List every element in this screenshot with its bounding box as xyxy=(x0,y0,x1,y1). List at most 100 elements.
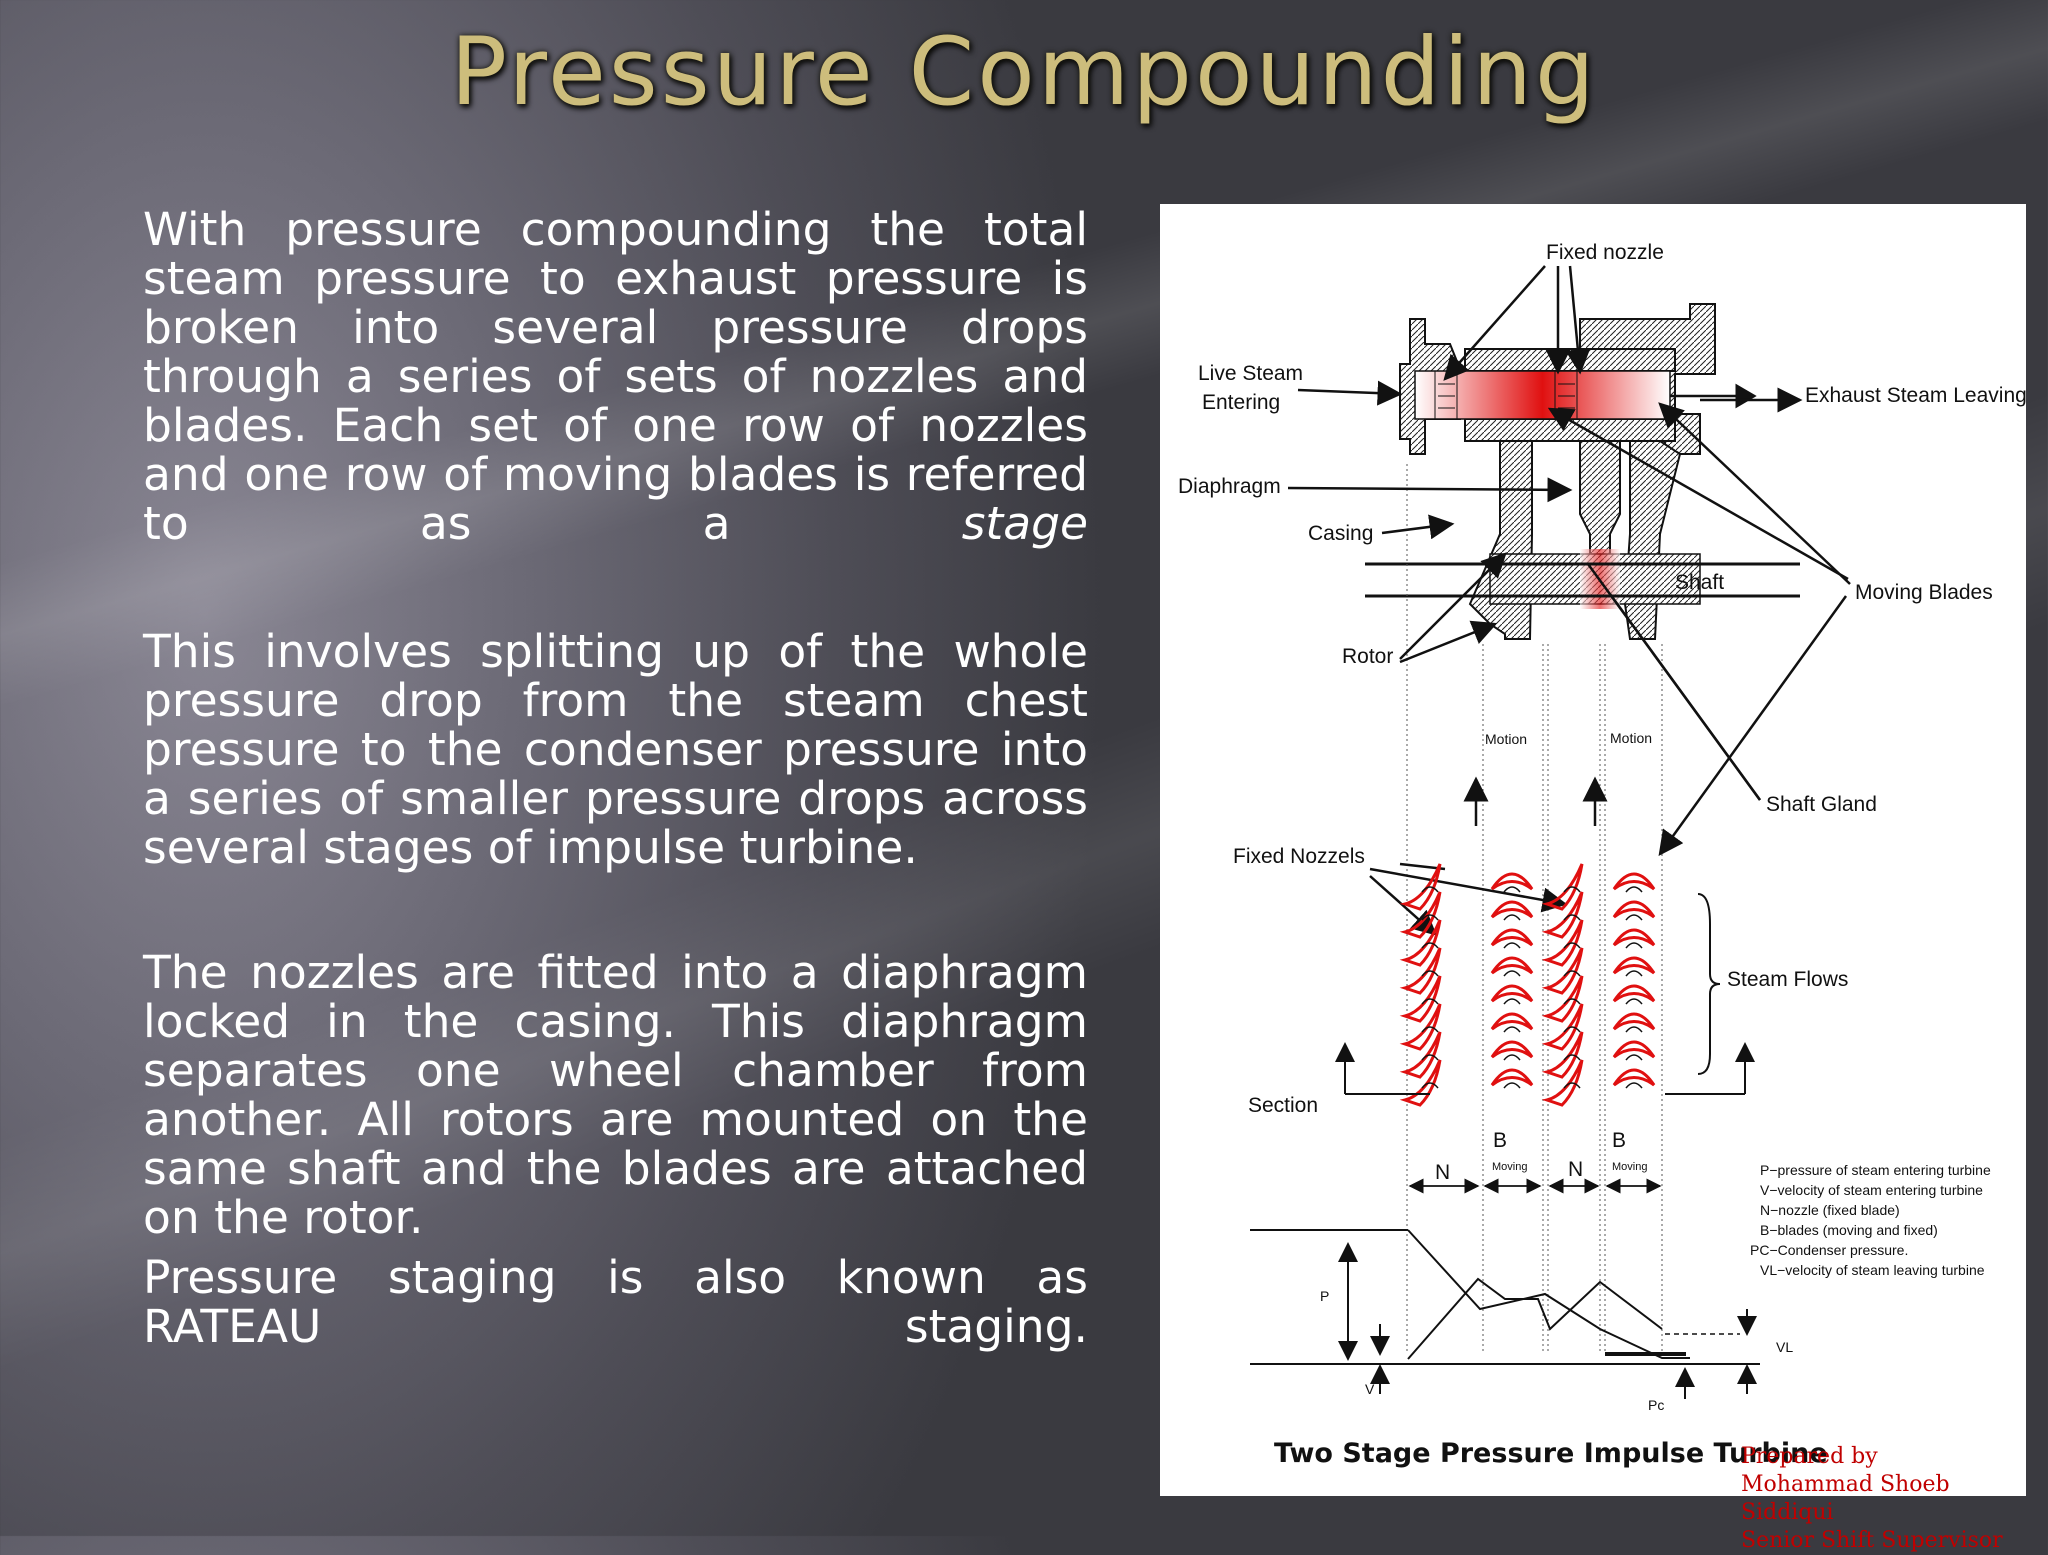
steam-flow-arrow xyxy=(1503,970,1521,977)
nozzle-vane xyxy=(1541,947,1584,995)
paragraph-stage-definition: With pressure compounding the total stea… xyxy=(143,205,1088,548)
label-exhaust-steam: Exhaust Steam Leaving xyxy=(1805,384,2026,407)
moving-blade xyxy=(1612,1012,1656,1031)
steam-flow-arrow xyxy=(1563,1082,1581,1089)
section-bracket xyxy=(1335,893,1755,1095)
steam-flow-arrow xyxy=(1503,942,1521,949)
blade-rows xyxy=(1399,863,1656,1107)
steam-flow-arrow xyxy=(1563,970,1581,977)
label-n-1: N xyxy=(1435,1161,1450,1184)
steam-flow-arrow xyxy=(1625,914,1643,921)
label-shaft-gland: Shaft Gland xyxy=(1766,793,1877,816)
moving-blade xyxy=(1612,928,1656,947)
moving-blade xyxy=(1612,1068,1656,1087)
label-moving-blades: Moving Blades xyxy=(1855,581,1993,604)
pointer-arrows xyxy=(1287,265,1851,936)
steam-flow-arrow xyxy=(1563,1026,1581,1033)
steam-flow-arrow xyxy=(1503,1026,1521,1033)
legend-item: VL−velocity of steam leaving turbine xyxy=(1760,1262,1985,1278)
credit-block: Prepared by Mohammad Shoeb Siddiqui Seni… xyxy=(1741,1443,2048,1555)
slide-title: Pressure Compounding xyxy=(450,18,1598,127)
legend-item: B−blades (moving and fixed) xyxy=(1760,1222,1938,1238)
label-fixed-nozzels: Fixed Nozzels xyxy=(1233,845,1365,868)
label-p: P xyxy=(1320,1288,1329,1304)
nozzle-vane xyxy=(1399,891,1442,939)
steam-flow-arrow xyxy=(1503,998,1521,1005)
pressure-velocity-graph xyxy=(1250,1229,1760,1399)
nozzle-vane xyxy=(1541,919,1584,967)
credit-line: Mohammad Shoeb Siddiqui xyxy=(1741,1472,1950,1525)
nozzle-vane xyxy=(1541,1031,1584,1079)
label-rotor: Rotor xyxy=(1342,645,1393,668)
moving-blade xyxy=(1490,1040,1534,1059)
label-steam-flows: Steam Flows xyxy=(1727,968,1848,991)
steam-flow-arrow xyxy=(1503,1082,1521,1089)
label-b-2-moving: Moving xyxy=(1612,1161,1647,1173)
steam-flow-arrow xyxy=(1421,1054,1439,1061)
moving-blade xyxy=(1612,900,1656,919)
legend-item: PC−Condenser pressure. xyxy=(1750,1242,1908,1258)
label-pc: Pc xyxy=(1648,1397,1664,1413)
nozzle-vane xyxy=(1541,863,1584,911)
label-motion-1: Motion xyxy=(1485,731,1527,747)
paragraph-diaphragm: The nozzles are fitted into a diaphragm … xyxy=(143,946,1088,1244)
steam-flow-arrow xyxy=(1421,914,1439,921)
nozzle-vane xyxy=(1399,1003,1442,1051)
nozzle-vane xyxy=(1399,863,1442,911)
steam-flow-arrow xyxy=(1421,1026,1439,1033)
label-b-1: B xyxy=(1493,1129,1507,1152)
label-n-2: N xyxy=(1568,1158,1583,1181)
legend: P−pressure of steam entering turbine V−v… xyxy=(1750,1162,1991,1278)
steam-flow-arrow xyxy=(1563,914,1581,921)
nozzle-vane xyxy=(1541,1059,1584,1107)
turbine-diagram: Fixed nozzle Live Steam Entering Exhaust… xyxy=(1178,241,2026,1413)
label-live-steam-line2: Entering xyxy=(1202,391,1280,414)
steam-flow-arrow xyxy=(1625,970,1643,977)
moving-blade xyxy=(1490,984,1534,1003)
label-motion-2: Motion xyxy=(1610,730,1652,746)
label-diaphragm: Diaphragm xyxy=(1178,475,1281,498)
steam-flow-arrow xyxy=(1503,1054,1521,1061)
diagram-panel: Fixed nozzle Live Steam Entering Exhaust… xyxy=(1160,204,2026,1496)
legend-item: V−velocity of steam entering turbine xyxy=(1760,1182,1983,1198)
nozzle-vane xyxy=(1541,975,1584,1023)
credit-line: Prepared by xyxy=(1741,1444,1878,1469)
label-vl: VL xyxy=(1776,1339,1793,1355)
rotor-discs xyxy=(1468,440,1701,640)
moving-blade xyxy=(1612,984,1656,1003)
steam-flow-arrow xyxy=(1563,998,1581,1005)
steam-flow-arrow xyxy=(1625,942,1643,949)
steam-flow-arrow xyxy=(1421,970,1439,977)
moving-blade xyxy=(1490,900,1534,919)
label-shaft: Shaft xyxy=(1675,571,1724,594)
steam-flow-arrow xyxy=(1563,942,1581,949)
diagram-caption: Two Stage Pressure Impulse Turbine xyxy=(1274,1438,1828,1469)
moving-blade xyxy=(1490,928,1534,947)
steam-flow-arrow xyxy=(1421,1082,1439,1089)
nozzle-vane xyxy=(1399,919,1442,967)
label-section: Section xyxy=(1248,1094,1318,1117)
label-b-2: B xyxy=(1612,1129,1626,1152)
legend-item: P−pressure of steam entering turbine xyxy=(1760,1162,1991,1178)
nozzle-vane xyxy=(1399,975,1442,1023)
credit-line: Senior Shift Supervisor xyxy=(1741,1528,2003,1553)
moving-blade xyxy=(1490,872,1534,891)
paragraph-stage-emphasis: stage xyxy=(961,497,1088,550)
label-b-1-moving: Moving xyxy=(1492,1161,1527,1173)
paragraph-stage-text: With pressure compounding the total stea… xyxy=(143,203,1088,550)
steam-flow-arrow xyxy=(1503,886,1521,893)
moving-blade xyxy=(1490,1068,1534,1087)
moving-blade xyxy=(1490,1012,1534,1031)
steam-flow-arrow xyxy=(1563,1054,1581,1061)
steam-flow-arrow xyxy=(1503,914,1521,921)
label-casing: Casing xyxy=(1308,522,1373,545)
nozzle-vane xyxy=(1541,1003,1584,1051)
paragraph-rateau: Pressure staging is also known as RATEAU… xyxy=(143,1251,1088,1353)
steam-passage xyxy=(1414,370,1671,420)
legend-item: N−nozzle (fixed blade) xyxy=(1760,1202,1900,1218)
label-v: V xyxy=(1365,1381,1375,1397)
steam-flow-arrow xyxy=(1625,1026,1643,1033)
steam-flow-arrow xyxy=(1563,886,1581,893)
moving-blade xyxy=(1612,872,1656,891)
steam-flow-arrow xyxy=(1625,1054,1643,1061)
